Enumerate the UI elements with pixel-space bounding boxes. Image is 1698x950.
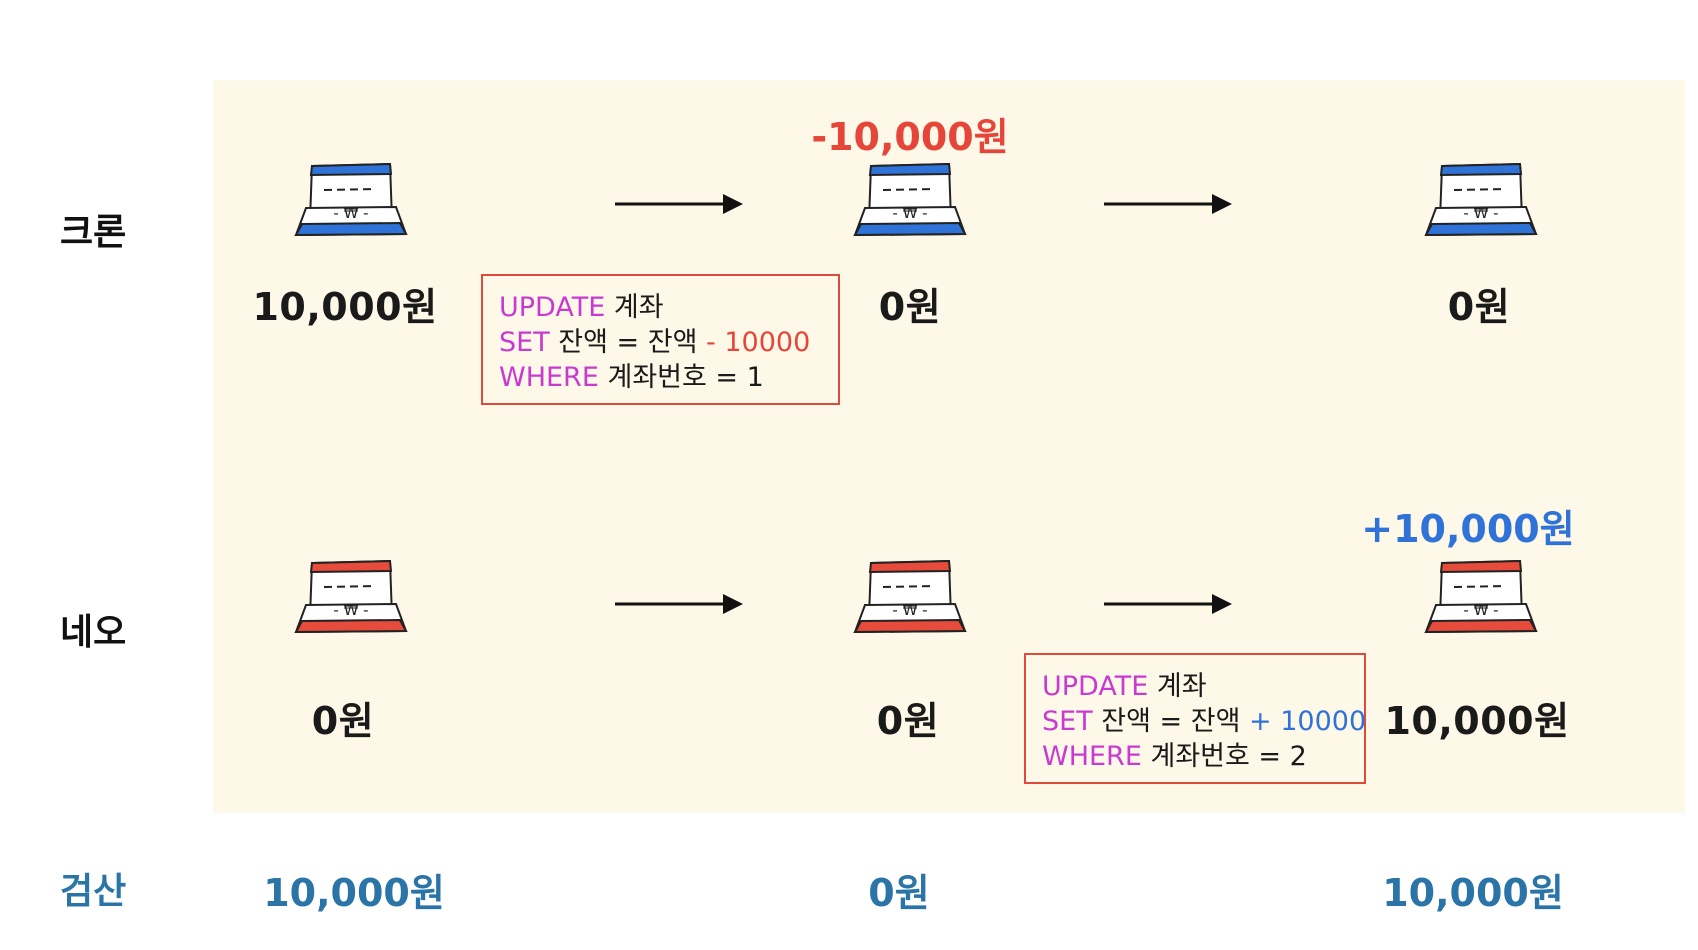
sql-text: 계좌 <box>1148 671 1207 702</box>
sql-line-where: WHERE 계좌번호 = 2 <box>1042 739 1348 774</box>
sql-line-update: UPDATE 계좌 <box>1042 669 1348 704</box>
sql-text: 계좌번호 = 2 <box>1141 741 1307 772</box>
svg-text:- ₩ -: - ₩ - <box>1463 601 1498 619</box>
sql-text: 계좌번호 = 1 <box>598 362 764 393</box>
sql-operator: - 10000 <box>706 327 811 358</box>
neo-amount-start: 0원 <box>311 699 375 743</box>
arrow-right-icon <box>615 592 745 616</box>
check-label: 검산 <box>60 871 127 912</box>
arrow-right-icon <box>1104 592 1234 616</box>
sql-text: 잔액 = 잔액 <box>549 327 707 358</box>
bank-book-icon-blue: - ₩ - <box>851 160 969 244</box>
bank-book-icon-blue: - ₩ - <box>292 160 410 244</box>
neo-amount-mid: 0원 <box>876 699 940 743</box>
sql-keyword: SET <box>1042 706 1093 737</box>
check-amount-mid: 0원 <box>868 871 930 915</box>
kron-amount-mid: 0원 <box>878 285 942 329</box>
kron-amount-end: 0원 <box>1447 285 1511 329</box>
sql-text: 계좌 <box>605 292 664 323</box>
check-amount-end: 10,000원 <box>1382 871 1564 915</box>
bank-book-icon-red: - ₩ - <box>292 557 410 641</box>
arrow-right-icon <box>615 192 745 216</box>
row-label-kron: 크론 <box>60 212 127 253</box>
svg-text:- ₩ -: - ₩ - <box>333 601 368 619</box>
sql-keyword: UPDATE <box>1042 671 1149 702</box>
sql-line-set: SET 잔액 = 잔액 + 10000 <box>1042 704 1366 739</box>
sql-keyword: WHERE <box>1042 741 1142 772</box>
sql-credit-box: UPDATE 계좌 SET 잔액 = 잔액 + 10000 WHERE 계좌번호… <box>1024 653 1366 784</box>
sql-line-where: WHERE 계좌번호 = 1 <box>499 360 822 395</box>
svg-text:- ₩ -: - ₩ - <box>892 601 927 619</box>
row-label-neo: 네오 <box>60 612 127 653</box>
sql-keyword: WHERE <box>499 362 599 393</box>
sql-keyword: UPDATE <box>499 292 606 323</box>
sql-keyword: SET <box>499 327 550 358</box>
svg-text:- ₩ -: - ₩ - <box>333 204 368 222</box>
bank-book-icon-red: - ₩ - <box>1422 557 1540 641</box>
bank-book-icon-blue: - ₩ - <box>1422 160 1540 244</box>
sql-text: 잔액 = 잔액 <box>1092 706 1250 737</box>
sql-operator: + 10000 <box>1249 706 1367 737</box>
svg-text:- ₩ -: - ₩ - <box>892 204 927 222</box>
sql-line-update: UPDATE 계좌 <box>499 290 822 325</box>
credit-delta: +10,000원 <box>1361 507 1575 551</box>
arrow-right-icon <box>1104 192 1234 216</box>
svg-text:- ₩ -: - ₩ - <box>1463 204 1498 222</box>
bank-book-icon-red: - ₩ - <box>851 557 969 641</box>
sql-debit-box: UPDATE 계좌 SET 잔액 = 잔액 - 10000 WHERE 계좌번호… <box>481 274 840 405</box>
sql-line-set: SET 잔액 = 잔액 - 10000 <box>499 325 822 360</box>
kron-amount-start: 10,000원 <box>252 285 438 329</box>
neo-amount-end: 10,000원 <box>1384 699 1570 743</box>
debit-delta: -10,000원 <box>811 115 1009 159</box>
check-amount-start: 10,000원 <box>263 871 445 915</box>
